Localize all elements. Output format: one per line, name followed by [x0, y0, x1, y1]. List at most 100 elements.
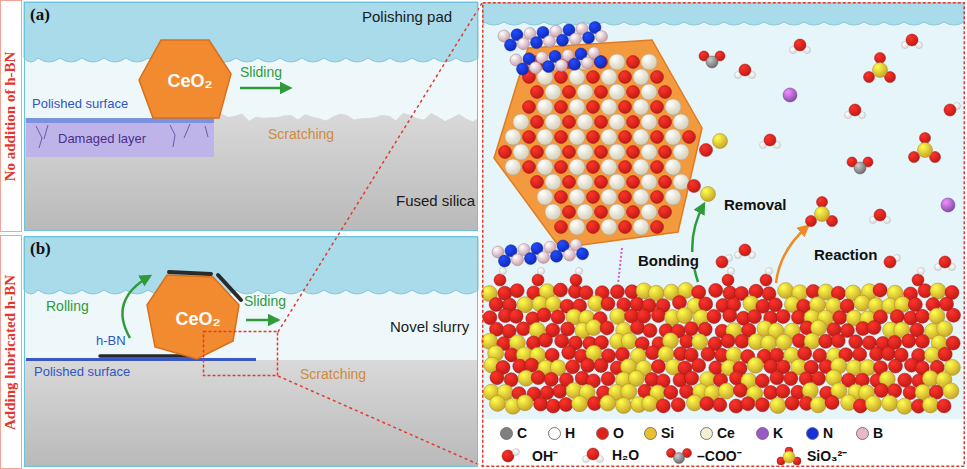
o-atom — [849, 335, 863, 349]
o-atom — [651, 131, 664, 144]
o-atom — [692, 358, 706, 372]
pad-label: Polishing pad — [362, 8, 452, 25]
o-atom — [664, 385, 678, 399]
si-atom — [677, 307, 693, 323]
si-atom — [747, 357, 763, 373]
o-atom — [659, 86, 672, 99]
ce-atom — [569, 219, 585, 235]
o-atom — [937, 399, 951, 413]
ce-atom — [609, 174, 625, 190]
si-atom — [810, 397, 826, 413]
ce-atom — [633, 189, 649, 205]
o-atom — [768, 298, 782, 312]
o-atom — [490, 371, 504, 385]
material-label: Fused silica — [396, 192, 475, 209]
polishing-pad — [24, 237, 478, 294]
legend-item: OH⁻ — [500, 446, 558, 465]
b-atom — [564, 249, 576, 261]
ce-atom — [633, 99, 649, 115]
legend-item: SiO₃²⁻ — [775, 446, 847, 465]
ce-atom — [569, 129, 585, 145]
o-atom — [627, 176, 640, 189]
o-atom — [555, 101, 568, 114]
zoom-line — [278, 3, 482, 332]
o-atom — [510, 284, 524, 298]
ce-atom — [609, 114, 625, 130]
o-atom — [587, 161, 600, 174]
o-atom — [595, 176, 608, 189]
o-atom — [739, 244, 751, 256]
ce-atom — [569, 69, 585, 85]
o-atom — [770, 371, 784, 385]
si-atom — [943, 383, 959, 399]
ce-atom — [545, 84, 561, 100]
o-atom — [619, 71, 632, 84]
legend-label: Si — [661, 425, 674, 441]
fused-silica — [24, 360, 478, 467]
o-atom — [874, 384, 888, 398]
removal-arrow — [692, 204, 704, 282]
o-atom — [601, 372, 615, 386]
legend-item: Si — [644, 425, 674, 441]
o-atom — [563, 116, 576, 129]
slurry-ground — [24, 2, 478, 231]
o-atom — [944, 104, 956, 116]
reaction-arrow — [776, 226, 808, 283]
o-atom — [499, 146, 512, 159]
o-atom — [723, 308, 737, 322]
ce-atom — [641, 114, 657, 130]
zoom-frame — [483, 3, 965, 467]
h-atom — [728, 268, 735, 275]
si-atom — [610, 308, 626, 324]
o-atom — [539, 333, 553, 347]
zoom-line — [278, 376, 482, 466]
b-atom — [530, 62, 542, 74]
legend-label: B — [873, 425, 883, 441]
zoom-ground — [482, 2, 965, 467]
o-atom — [553, 384, 567, 398]
bond-line — [618, 248, 622, 284]
fused-silica — [24, 113, 478, 231]
ce-atom — [633, 159, 649, 175]
o-atom — [764, 134, 776, 146]
si-atom — [854, 295, 870, 311]
ceria-particle: CeO₂ — [139, 40, 231, 118]
o-atom — [563, 176, 576, 189]
o-atom — [601, 297, 615, 311]
legend-label: K — [773, 425, 783, 441]
side-label-box: Adding lubricated h-BN — [0, 235, 22, 469]
ce-atom — [537, 159, 553, 175]
h-atom — [576, 268, 583, 275]
ce-atom — [537, 99, 553, 115]
rolling-arrow — [122, 276, 150, 338]
ce-atom — [537, 129, 553, 145]
legend-swatch — [806, 427, 819, 440]
ce-atom — [601, 129, 617, 145]
o-atom — [546, 399, 560, 413]
b-atom — [538, 251, 550, 263]
si-atom — [770, 398, 786, 414]
o-atom — [867, 321, 881, 335]
ce-atom — [569, 159, 585, 175]
o-atom — [627, 56, 640, 69]
o-atom — [627, 146, 640, 159]
si-atom — [621, 333, 637, 349]
o-atom — [688, 180, 701, 193]
si-atom — [815, 207, 830, 222]
o-atom — [755, 374, 769, 388]
o-atom — [563, 146, 576, 159]
o-atom — [627, 116, 640, 129]
n-atom — [543, 61, 555, 73]
o-atom — [643, 324, 657, 338]
ce-atom — [513, 144, 529, 160]
si-atom — [778, 283, 794, 299]
o-atom — [794, 39, 806, 51]
legend-label: H₂O — [612, 447, 639, 463]
o-atom — [721, 334, 735, 348]
o-atom — [534, 397, 548, 411]
layer-label: Damaged layer — [58, 132, 146, 147]
o-atom — [902, 334, 916, 348]
o-atom — [619, 101, 632, 114]
o-atom — [798, 347, 812, 361]
